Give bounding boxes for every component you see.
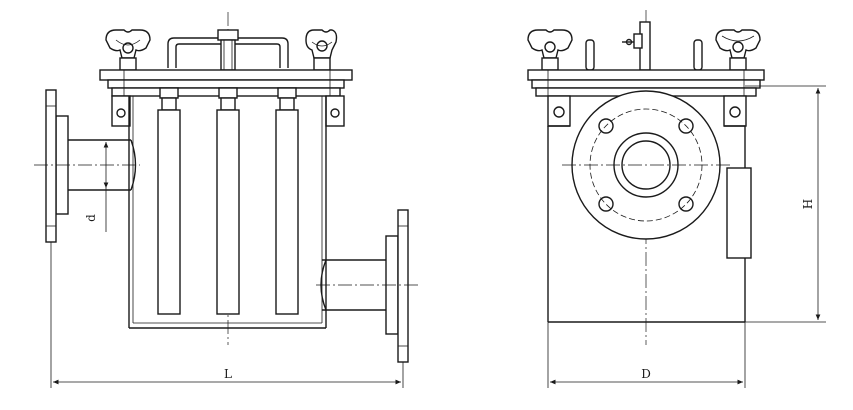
strainer-body: [128, 96, 327, 329]
label-l: L: [224, 367, 232, 381]
label-width-d: D: [641, 367, 651, 381]
eye-bolt-left: [105, 29, 151, 71]
eye-bolt-right: [305, 29, 338, 71]
side-eye-bolt-left: [527, 29, 573, 71]
filter-rods: [157, 97, 299, 315]
dimension-d: d: [84, 142, 109, 232]
outlet-pipe: [316, 209, 420, 363]
dimension-d-width: D: [547, 322, 746, 388]
outlet-flange-face: [562, 90, 730, 240]
label-d: d: [84, 214, 98, 222]
bolt-hole-right: [330, 108, 340, 118]
inlet-stub: [726, 167, 752, 259]
side-view: H D: [527, 10, 826, 388]
dimension-h: H: [745, 85, 826, 323]
dimension-l: L: [50, 242, 404, 388]
vent-valve: [217, 29, 239, 71]
side-eye-bolt-right: [715, 29, 761, 71]
side-vent-valve: [622, 21, 651, 71]
label-h: H: [801, 199, 815, 209]
front-view: d L: [34, 12, 420, 388]
bolt-hole-left: [116, 108, 126, 118]
